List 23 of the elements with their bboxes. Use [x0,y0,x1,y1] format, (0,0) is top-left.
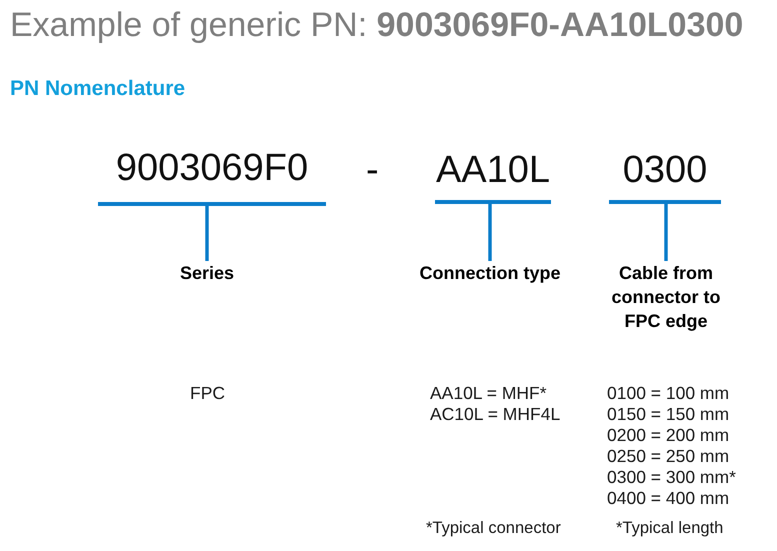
field-heading: Connection type [420,261,560,285]
pn-segment: AA10L [435,148,551,204]
length-code: 0400 = 400 mm [607,488,730,508]
length-code: 0100 = 100 mm [607,382,730,404]
code-definition: AC10L = MHF4L [430,404,560,424]
length-code: 0250 = 250 mm [607,446,730,466]
connector-line [488,204,492,261]
page-title: Example of generic PN: 9003069F0-AA10L0300 [10,5,744,45]
hyphen: - [366,148,379,192]
pn-segment: 0300 [609,148,721,204]
footnote: *Typical connector [426,518,561,538]
footnote: *Typical length [616,518,724,538]
length-code: 0200 = 200 mm [607,424,730,446]
length-code: 0150 = 150 mm [607,404,730,424]
connector-line [205,206,209,261]
series-value: FPC [190,382,225,404]
field-heading: Cable from connector to FPC edge [604,261,728,333]
field-heading: Series [180,261,234,285]
connector-line [664,204,668,261]
code-definition: AA10L = MHF* [430,382,547,404]
length-code: 0300 = 300 mm* [607,466,736,488]
section-heading: PN Nomenclature [10,76,186,101]
pn-segment: 9003069F0 [98,146,326,206]
